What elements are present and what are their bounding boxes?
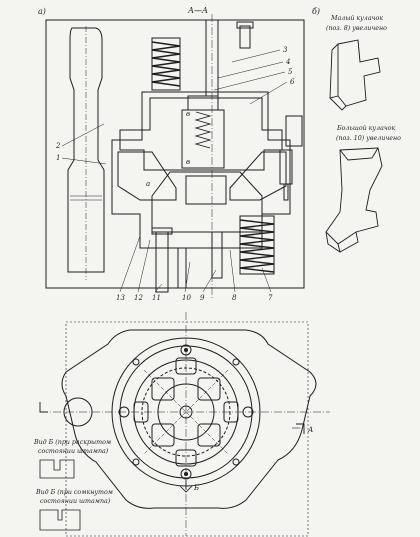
callouts: 3 4 5 6 2 1 13 12 11 10 9 8 7 в в а	[55, 46, 295, 302]
callout-6: 6	[290, 78, 295, 86]
callout-3: 3	[283, 46, 288, 54]
callout-8: 8	[232, 294, 237, 302]
flange	[61, 329, 317, 509]
callout-12: 12	[134, 294, 143, 302]
upper-spring	[151, 37, 181, 91]
lower-spring	[239, 215, 275, 275]
plan-view: А Б Вид Б (при раскрытом состоянии штамп…	[33, 312, 330, 537]
callout-10: 10	[182, 294, 191, 302]
lower-pin	[155, 231, 169, 293]
view-a-label: а)	[38, 7, 46, 16]
mark-b-upper: в	[186, 110, 190, 118]
cut-a-label: А	[307, 426, 313, 434]
right-wedge	[229, 151, 287, 201]
view-b-closed-caption-1: Вид Б (при сомкнутом	[35, 489, 113, 496]
guide-pillar	[67, 27, 105, 273]
top-screw	[236, 21, 254, 49]
callout-9: 9	[200, 294, 205, 302]
big-cam-caption-2: (поз. 10) увеличено	[336, 135, 401, 142]
cam-details: Малый кулачок (поз. 8) увеличено Большой…	[325, 15, 401, 254]
bolt-holes	[118, 344, 254, 480]
punch-spring	[194, 111, 212, 149]
callout-7: 7	[268, 294, 273, 302]
small-cam-caption-2: (поз. 8) увеличено	[326, 25, 387, 32]
callout-2: 2	[55, 142, 61, 150]
callout-13: 13	[116, 294, 125, 302]
small-cam-sketch	[329, 39, 381, 111]
small-cam-caption-1: Малый кулачок	[330, 15, 383, 22]
left-wedge	[117, 151, 177, 201]
callout-11: 11	[152, 294, 161, 302]
big-cam-sketch	[325, 147, 383, 254]
big-cam-caption-1: Большой кулачок	[336, 125, 396, 132]
side-bolt	[279, 149, 293, 201]
section-view	[45, 14, 305, 300]
view-b-closed-caption-2: состоянии штампа)	[40, 498, 111, 505]
view-b-closed-profile	[39, 509, 81, 531]
central-cavity	[111, 91, 291, 249]
callout-1: 1	[56, 154, 60, 162]
cam-block	[151, 171, 263, 233]
cam-blocks	[133, 357, 239, 467]
cut-b-label: Б	[193, 484, 199, 492]
mark-b-lower: в	[186, 158, 190, 166]
view-b-open-profile	[39, 459, 75, 479]
section-label: А—А	[187, 6, 208, 15]
die-body	[45, 19, 305, 289]
view-b-open-caption-2: состоянии штампа)	[38, 448, 109, 455]
callout-4: 4	[285, 58, 290, 66]
callout-5: 5	[288, 68, 293, 76]
view-b-label: б)	[312, 7, 320, 16]
base-plate	[65, 321, 309, 537]
guide-hole	[63, 397, 93, 427]
view-b-open-caption-1: Вид Б (при раскрытом	[33, 439, 111, 446]
punch-holder	[119, 97, 283, 171]
mark-a: а	[146, 180, 150, 188]
